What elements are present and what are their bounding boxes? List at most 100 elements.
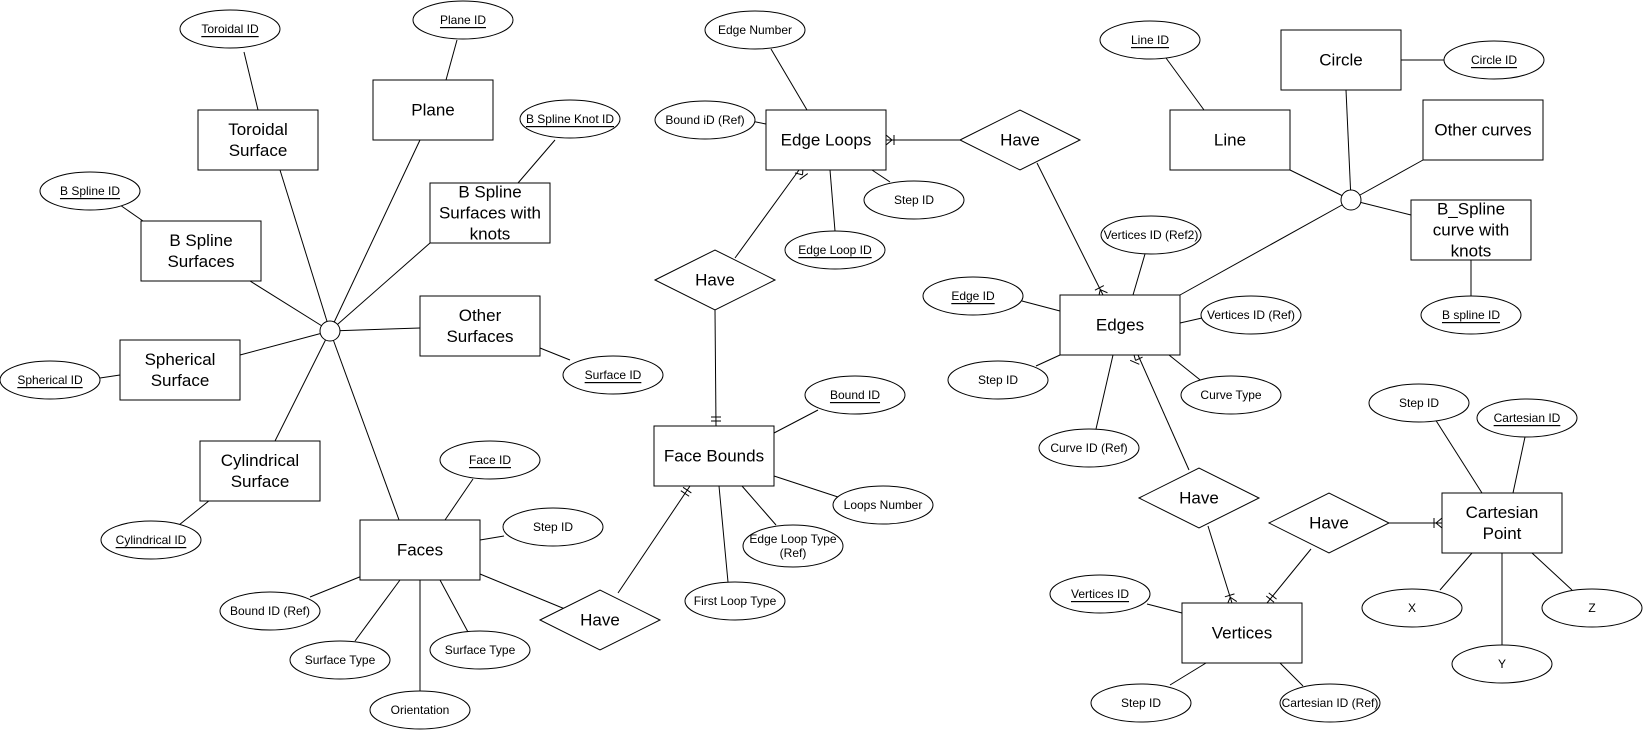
- entity-label: B Spline: [169, 231, 232, 250]
- attribute-b-spline-curve-id[interactable]: B spline ID: [1420, 295, 1522, 335]
- relationship-have-vertices-point[interactable]: Have: [1267, 492, 1391, 554]
- entity-box: [1441, 492, 1563, 554]
- attribute-vertices-step-id[interactable]: Step ID: [1090, 683, 1192, 723]
- attribute-toroidal-id[interactable]: Toroidal ID: [179, 9, 281, 49]
- attribute-edge-number[interactable]: Edge Number: [704, 10, 806, 50]
- attribute-ellipse: [412, 0, 514, 40]
- entity-box: [372, 79, 494, 141]
- attribute-spherical-id[interactable]: Spherical ID: [0, 360, 101, 400]
- attribute-cartesian-id[interactable]: Cartesian ID: [1476, 398, 1578, 438]
- attribute-cp-step-id[interactable]: Step ID: [1368, 383, 1470, 423]
- attribute-cylindrical-id[interactable]: Cylindrical ID: [100, 520, 202, 560]
- attribute-surface-type-2[interactable]: Surface Type: [429, 630, 531, 670]
- relationship-diamond: [538, 589, 662, 651]
- relationship-have-bounds-loops[interactable]: Have: [653, 249, 777, 311]
- attribute-label: Curve ID (Ref): [1050, 441, 1127, 455]
- attribute-label: Step ID: [1121, 696, 1161, 710]
- connector-line: [617, 485, 691, 594]
- connector-line: [1095, 354, 1114, 430]
- attribute-faces-bound-id-ref[interactable]: Bound ID (Ref): [219, 591, 321, 631]
- attribute-ellipse: [922, 276, 1024, 316]
- attribute-edge-loop-id[interactable]: Edge Loop ID: [784, 230, 886, 270]
- entity-line[interactable]: Line: [1169, 109, 1291, 171]
- relationship-have-loops-edges[interactable]: Have: [958, 109, 1082, 171]
- curve-hub-junction: [1340, 189, 1362, 211]
- attribute-x[interactable]: X: [1361, 588, 1463, 628]
- attribute-y[interactable]: Y: [1451, 644, 1553, 684]
- connector-line: [1035, 354, 1061, 367]
- entity-faces[interactable]: Faces: [359, 519, 481, 581]
- entity-label: Toroidal: [228, 120, 288, 139]
- entity-label: Vertices: [1212, 624, 1272, 643]
- attribute-ellipse: [39, 171, 141, 211]
- attribute-first-loop-type[interactable]: First Loop Type: [684, 581, 786, 621]
- attribute-ellipse: [562, 355, 664, 395]
- attribute-line-id[interactable]: Line ID: [1099, 20, 1201, 60]
- entity-edges[interactable]: Edges: [1059, 294, 1181, 356]
- relationship-have-edges-vertices[interactable]: Have: [1137, 467, 1261, 529]
- entity-box: [419, 295, 541, 357]
- attribute-loops-bound-id-ref[interactable]: Bound iD (Ref): [654, 100, 756, 140]
- key-attribute-label: Vertices ID: [1071, 587, 1129, 601]
- connector-line: [329, 327, 421, 332]
- attribute-vertices-id[interactable]: Vertices ID: [1049, 574, 1151, 614]
- entity-circle[interactable]: Circle: [1280, 29, 1402, 91]
- relationship-have-faces-bounds[interactable]: Have: [538, 589, 662, 651]
- attribute-plane-id[interactable]: Plane ID: [412, 0, 514, 40]
- attribute-ellipse: [1279, 683, 1381, 723]
- attribute-cartesian-id-ref[interactable]: Cartesian ID (Ref): [1279, 683, 1381, 723]
- entity-label: Plane: [411, 101, 454, 120]
- attribute-face-id[interactable]: Face ID: [439, 440, 541, 480]
- entity-label: Surfaces with: [439, 204, 541, 223]
- entity-box: [1410, 199, 1532, 261]
- connector-line: [1132, 253, 1146, 296]
- attribute-edge-id[interactable]: Edge ID: [922, 276, 1024, 316]
- entity-label: knots: [1451, 242, 1492, 261]
- entity-vertices[interactable]: Vertices: [1181, 602, 1303, 664]
- attribute-surface-type-1[interactable]: Surface Type: [289, 640, 391, 680]
- attribute-surface-id[interactable]: Surface ID: [562, 355, 664, 395]
- attribute-ellipse: [1443, 40, 1545, 80]
- attribute-loops-number[interactable]: Loops Number: [832, 485, 934, 525]
- attribute-vertices-id-ref[interactable]: Vertices ID (Ref): [1200, 295, 1302, 335]
- entity-face-bounds[interactable]: Face Bounds: [653, 425, 775, 487]
- connector-line: [718, 485, 729, 583]
- entity-label: Surface: [231, 472, 290, 491]
- attribute-b-spline-id[interactable]: B Spline ID: [39, 171, 141, 211]
- attribute-curve-type[interactable]: Curve Type: [1180, 375, 1282, 415]
- connector-line: [539, 347, 571, 361]
- attribute-vertices-id-ref2[interactable]: Vertices ID (Ref2): [1100, 215, 1202, 255]
- attribute-ellipse: [369, 690, 471, 730]
- entity-other-curves[interactable]: Other curves: [1422, 99, 1544, 161]
- attribute-label: Surface Type: [305, 653, 376, 667]
- attribute-loops-step-id[interactable]: Step ID: [863, 180, 965, 220]
- attribute-edges-step-id[interactable]: Step ID: [947, 360, 1049, 400]
- attribute-orientation[interactable]: Orientation: [369, 690, 471, 730]
- attribute-edge-loop-type-ref[interactable]: Edge Loop Type(Ref): [742, 524, 844, 568]
- attribute-curve-id-ref[interactable]: Curve ID (Ref): [1038, 428, 1140, 468]
- connector-line: [239, 330, 331, 356]
- entity-box: [653, 425, 775, 487]
- relationship-label: Have: [695, 271, 735, 290]
- attribute-bound-id[interactable]: Bound ID: [804, 375, 906, 415]
- attribute-b-spline-knot-id[interactable]: B Spline Knot ID: [519, 99, 621, 139]
- attribute-label: X: [1408, 601, 1416, 615]
- entity-plane[interactable]: Plane: [372, 79, 494, 141]
- attribute-z[interactable]: Z: [1541, 588, 1643, 628]
- connector-line: [329, 139, 421, 332]
- attribute-faces-step-id[interactable]: Step ID: [502, 507, 604, 547]
- attribute-label: Step ID: [533, 520, 573, 534]
- connector-line: [1207, 525, 1233, 604]
- attribute-circle-id[interactable]: Circle ID: [1443, 40, 1545, 80]
- attribute-ellipse: [1420, 295, 1522, 335]
- connector-line: [773, 409, 819, 434]
- entity-edge-loops[interactable]: Edge Loops: [765, 109, 887, 171]
